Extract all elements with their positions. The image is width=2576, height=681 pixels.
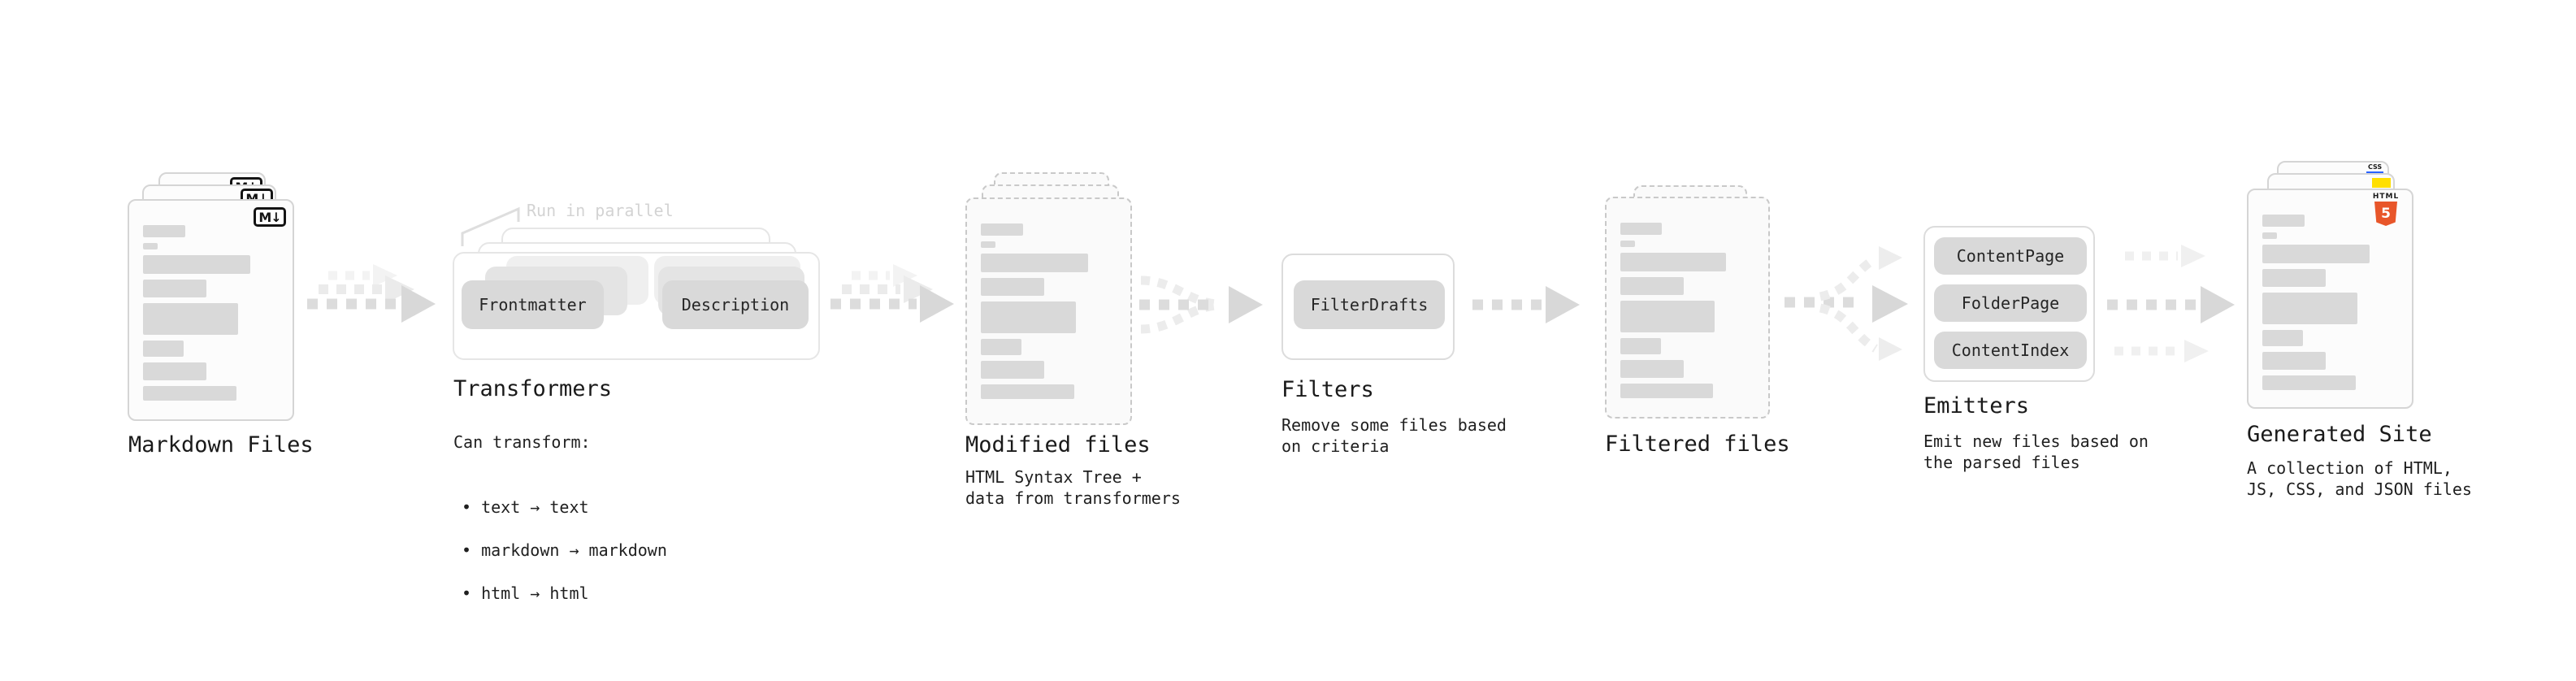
markdown-icon: M↓ [254, 207, 286, 227]
emitters-label: Emitters [1923, 393, 2030, 419]
caption-bullets: • text → text • markdown → markdown • ht… [462, 475, 667, 626]
markdown-files-label: Markdown Files [128, 432, 314, 458]
js-icon [2372, 178, 2391, 188]
doc-text-bar [143, 243, 158, 249]
doc-content-placeholder [143, 225, 279, 406]
emitter-pill-contentpage: ContentPage [1934, 237, 2087, 275]
transformer-pill-frontmatter: Frontmatter [462, 280, 604, 329]
doc-text-bar [981, 361, 1045, 379]
bullet-item: • text → text [462, 497, 589, 517]
doc-text-bar [981, 301, 1076, 333]
doc-text-bar [1620, 301, 1715, 332]
generated-site-label: Generated Site [2247, 422, 2432, 447]
doc-text-bar [2262, 232, 2278, 239]
doc-text-bar [143, 362, 207, 380]
doc-text-bar [143, 225, 185, 237]
generated-site-caption: A collection of HTML, JS, CSS, and JSON … [2247, 458, 2472, 499]
arrow-modified-to-filters [1139, 275, 1263, 334]
html5-shield: 5 [2374, 202, 2397, 226]
html5-word: HTML [2372, 193, 2400, 201]
filter-pill-filterdrafts: FilterDrafts [1294, 280, 1445, 329]
emitter-pill-folderpage: FolderPage [1934, 284, 2087, 322]
doc-text-bar [2262, 245, 2370, 263]
transformer-pill-description: Description [662, 280, 809, 329]
doc-text-bar [981, 241, 996, 248]
arrow-filtered-to-emitters [1785, 246, 1908, 361]
bullet-item: • markdown → markdown [462, 540, 667, 560]
modified-files-caption: HTML Syntax Tree + data from transformer… [965, 467, 1181, 508]
filters-label: Filters [1281, 377, 1374, 402]
doc-text-bar [2262, 330, 2304, 346]
transformers-label: Transformers [453, 376, 613, 401]
doc-text-bar [1620, 360, 1684, 378]
markdown-page-front [128, 199, 294, 421]
arrow-emitters-to-site [2107, 245, 2235, 362]
emitters-caption: Emit new files based on the parsed files [1923, 432, 2149, 472]
modified-page-front [965, 197, 1132, 425]
doc-text-bar [981, 254, 1088, 272]
doc-text-bar [1620, 277, 1684, 295]
doc-text-bar [2262, 375, 2357, 390]
filtered-files-label: Filtered files [1605, 432, 1790, 457]
arrow-transformers-to-modified [830, 264, 954, 323]
doc-content-placeholder [1620, 223, 1754, 404]
doc-text-bar [2262, 293, 2357, 324]
doc-text-bar [981, 384, 1075, 399]
doc-text-bar [143, 280, 207, 297]
site-page-html [2247, 189, 2413, 409]
doc-text-bar [143, 386, 237, 401]
filters-caption: Remove some files based on criteria [1281, 415, 1507, 456]
doc-text-bar [143, 303, 238, 335]
doc-text-bar [143, 340, 184, 357]
doc-text-bar [1620, 384, 1713, 398]
caption-title: Can transform: [453, 432, 591, 452]
doc-text-bar [2262, 352, 2327, 370]
doc-content-placeholder [2262, 215, 2398, 396]
bullet-item: • html → html [462, 583, 589, 603]
doc-text-bar [2262, 215, 2305, 227]
emitter-pill-contentindex: ContentIndex [1934, 332, 2087, 369]
filtered-page-front [1605, 197, 1770, 419]
modified-files-label: Modified files [965, 432, 1151, 458]
run-in-parallel-annotation: Run in parallel [527, 201, 674, 220]
doc-text-bar [981, 339, 1022, 355]
doc-text-bar [1620, 253, 1727, 271]
doc-text-bar [143, 255, 250, 274]
doc-text-bar [1620, 241, 1636, 247]
doc-text-bar [2262, 269, 2327, 287]
doc-text-bar [981, 223, 1023, 236]
doc-text-bar [1620, 223, 1663, 235]
html5-icon: HTML 5 [2367, 193, 2405, 226]
doc-content-placeholder [981, 223, 1117, 405]
arrow-filters-to-filtered [1472, 286, 1580, 323]
arrow-markdown-to-transformers [307, 264, 436, 323]
doc-text-bar [1620, 338, 1661, 354]
transformers-caption: Can transform: • text → text • markdown … [453, 410, 667, 647]
doc-text-bar [981, 278, 1045, 296]
